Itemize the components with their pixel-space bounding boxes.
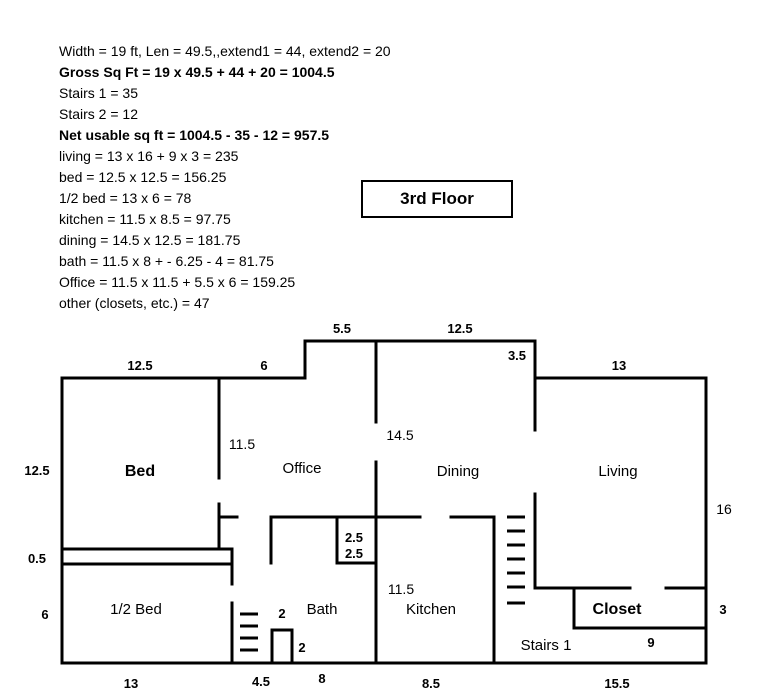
note-line: bath = 11.5 x 8 + - 6.25 - 4 = 81.75 — [59, 253, 274, 269]
room-label-kitchen: Kitchen — [406, 601, 456, 618]
dimension-label: 4.5 — [252, 674, 270, 689]
note-line: living = 13 x 16 + 9 x 3 = 235 — [59, 148, 239, 164]
dimension-label: 2.5 — [345, 530, 363, 545]
plan-walls — [60, 339, 708, 665]
note-line: kitchen = 11.5 x 8.5 = 97.75 — [59, 211, 231, 227]
room-label-bath: Bath — [307, 601, 338, 618]
dimension-label: 6 — [260, 358, 267, 373]
closet-wall — [572, 586, 708, 630]
dimension-label: 16 — [716, 501, 732, 517]
room-label-office: Office — [283, 460, 322, 477]
note-line: Stairs 2 = 12 — [59, 106, 138, 122]
dimension-label: 3.5 — [508, 348, 526, 363]
room-label-dining: Dining — [437, 463, 480, 480]
dimension-label: 5.5 — [333, 321, 351, 336]
dimension-label: 2.5 — [345, 546, 363, 561]
dimension-label: 14.5 — [386, 427, 413, 443]
dimension-label: 11.5 — [388, 581, 414, 597]
note-line: Gross Sq Ft = 19 x 49.5 + 44 + 20 = 1004… — [59, 64, 335, 80]
dimension-label: 6 — [41, 607, 48, 622]
note-line: Office = 11.5 x 11.5 + 5.5 x 6 = 159.25 — [59, 274, 296, 290]
stairs-2-treads — [240, 612, 258, 652]
dimension-label: 8 — [318, 671, 325, 686]
dimension-label: 3 — [719, 602, 726, 617]
floor-title-box: 3rd Floor — [361, 180, 513, 218]
dimension-label: 12.5 — [447, 321, 472, 336]
dimension-label: 13 — [124, 676, 138, 691]
note-line: 1/2 bed = 13 x 6 = 78 — [59, 190, 192, 206]
outer-wall — [60, 339, 708, 665]
note-line: dining = 14.5 x 12.5 = 181.75 — [59, 232, 241, 248]
dimension-label: 12.5 — [24, 463, 49, 478]
dimension-label: 8.5 — [422, 676, 440, 691]
stairs-1-treads — [507, 515, 525, 605]
dimension-label: 13 — [612, 358, 626, 373]
room-label-stairs-1: Stairs 1 — [521, 637, 572, 654]
note-line: Width = 19 ft, Len = 49.5,,extend1 = 44,… — [59, 43, 391, 59]
interior-wall — [335, 515, 378, 565]
dimension-label: 11.5 — [229, 436, 255, 452]
dimension-label: 12.5 — [127, 358, 152, 373]
dimension-label: 9 — [647, 635, 654, 650]
floor-title: 3rd Floor — [400, 189, 474, 208]
room-label-half-bed: 1/2 Bed — [110, 601, 162, 618]
interior-wall — [270, 628, 294, 665]
note-line: other (closets, etc.) = 47 — [59, 295, 210, 311]
room-label-bed: Bed — [125, 463, 155, 480]
dimension-label: 0.5 — [28, 551, 46, 566]
dimension-label: 2 — [278, 606, 285, 621]
room-label-closet: Closet — [593, 601, 643, 618]
note-line: Net usable sq ft = 1004.5 - 35 - 12 = 95… — [59, 127, 330, 143]
note-line: bed = 12.5 x 12.5 = 156.25 — [59, 169, 227, 185]
dimension-label: 2 — [298, 640, 305, 655]
area-calculation-notes: Width = 19 ft, Len = 49.5,,extend1 = 44,… — [59, 41, 391, 314]
dimension-label: 15.5 — [604, 676, 629, 691]
room-label-living: Living — [598, 463, 637, 480]
note-line: Stairs 1 = 35 — [59, 85, 138, 101]
